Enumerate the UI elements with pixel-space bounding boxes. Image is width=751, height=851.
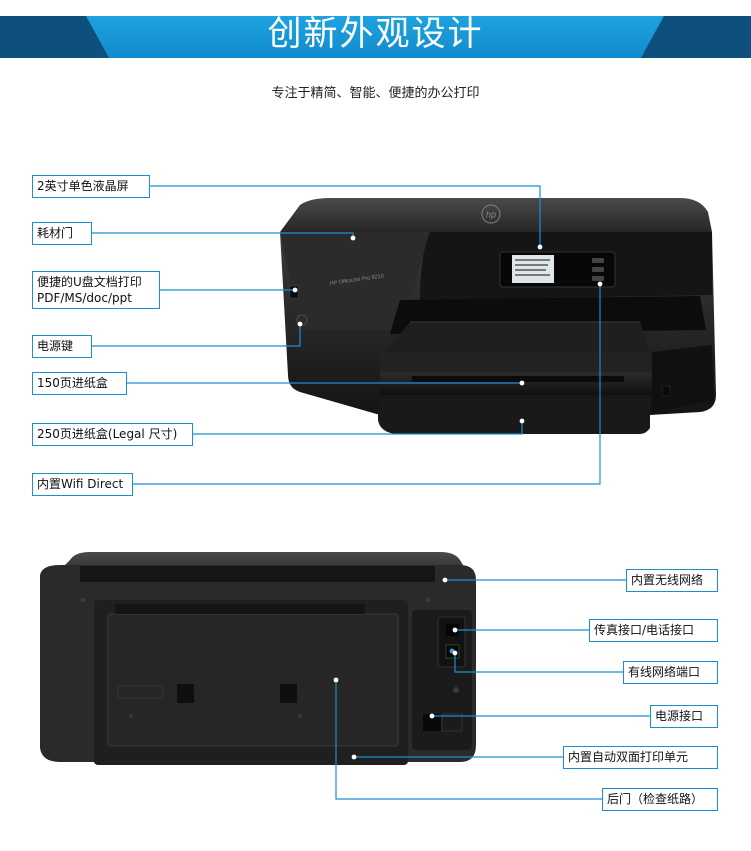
banner: 创新外观设计 [0, 0, 751, 75]
label-fax-phone: 传真接口/电话接口 [589, 619, 718, 642]
label-rear-door: 后门（检查纸路） [602, 788, 718, 811]
label-power-key: 电源键 [32, 335, 92, 358]
label-supplies-door: 耗材门 [32, 222, 92, 245]
label-tray-150: 150页进纸盒 [32, 372, 127, 395]
label-ethernet: 有线网络端口 [623, 661, 718, 684]
banner-title: 创新外观设计 [267, 14, 484, 54]
label-tray-250: 250页进纸盒(Legal 尺寸) [32, 423, 193, 446]
label-power-port: 电源接口 [650, 705, 718, 728]
front-leader-dots [292, 235, 603, 424]
label-lcd: 2英寸单色液晶屏 [32, 175, 150, 198]
label-usb-print-line1: 便捷的U盘文档打印 [37, 275, 142, 289]
subtitle: 专注于精简、智能、便捷的办公打印 [271, 86, 480, 101]
label-usb-print-line2: PDF/MS/doc/ppt [37, 291, 132, 305]
label-wireless: 内置无线网络 [626, 569, 718, 592]
label-usb-print: 便捷的U盘文档打印 PDF/MS/doc/ppt [32, 271, 160, 309]
hp-logo: hp [486, 210, 496, 220]
back-leader-dots [333, 577, 458, 760]
banner-ribbon [86, 16, 664, 58]
back-leader-lines [335, 579, 650, 800]
back-printer [40, 552, 476, 765]
front-printer: hp HP OfficeJet Pro 8210 [280, 198, 716, 434]
label-duplex: 内置自动双面打印单元 [563, 746, 718, 769]
label-wifi-direct: 内置Wifi Direct [32, 473, 133, 496]
